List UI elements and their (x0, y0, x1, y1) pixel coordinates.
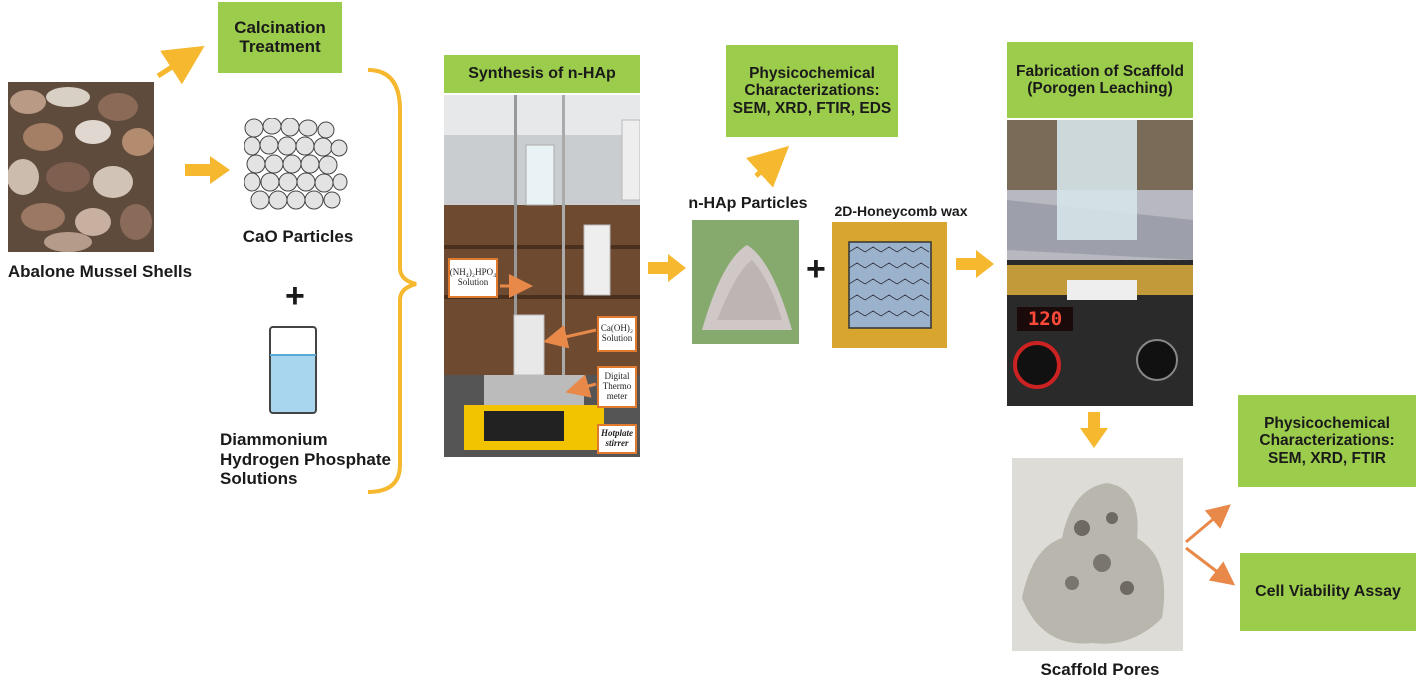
arrow-tag-caoh (543, 324, 597, 349)
physicochemical-label-1: Physicochemical Characterizations: SEM, … (732, 65, 892, 117)
shells-image (8, 82, 154, 252)
nhap-particles-label: n-HAp Particles (688, 195, 808, 212)
synthesis-nhap-label: Synthesis of n-HAp (468, 65, 616, 83)
arrow-wax-to-fabrication (956, 250, 994, 278)
arrow-synthesis-to-nhap (648, 254, 686, 282)
beaker-icon (269, 326, 317, 414)
fabrication-setup-photo (1007, 120, 1193, 406)
bracket-reactants (367, 68, 417, 494)
nhap-powder-photo (692, 220, 799, 344)
physicochemical-box-1: Physicochemical Characterizations: SEM, … (726, 45, 898, 137)
cao-particles-drawing (244, 118, 348, 210)
arrow-fabrication-to-scaffold (1080, 412, 1108, 448)
scaffold-pores-photo (1012, 458, 1183, 651)
abalone-shells-photo (8, 82, 154, 252)
cell-viability-label: Cell Viability Assay (1255, 583, 1401, 601)
abalone-shells-label: Abalone Mussel Shells (7, 262, 193, 281)
nhap-powder-image (692, 220, 799, 344)
fabrication-scaffold-label: Fabrication of Scaffold (Porogen Leachin… (1016, 62, 1184, 97)
calcination-treatment-label: Calcination Treatment (234, 17, 326, 56)
ammonium-phosphate-tag: (NH₄)₂HPO₄ Solution (448, 258, 498, 298)
arrow-scaffold-to-cell-viability (1185, 546, 1236, 586)
plus-sign-2: + (806, 250, 826, 288)
arrow-shells-to-cao (185, 156, 230, 184)
synthesis-setup-photo (444, 95, 640, 457)
scaffold-pores-image (1012, 458, 1183, 651)
scaffold-pores-label: Scaffold Pores (1040, 660, 1160, 679)
thermometer-tag: Digital Thermo meter (597, 366, 637, 408)
arrow-tag-thermo (565, 374, 597, 398)
fabrication-scaffold-box: Fabrication of Scaffold (Porogen Leachin… (1007, 42, 1193, 118)
calcination-treatment-box: Calcination Treatment (218, 2, 342, 73)
dap-line-2: Hydrogen Phosphate (220, 449, 391, 469)
fabrication-setup-image (1007, 120, 1193, 406)
dap-line-1: Diammonium (220, 430, 328, 449)
synthesis-setup-image (444, 95, 640, 457)
temperature-display: 120 (1027, 308, 1063, 330)
cao-particles-label: CaO Particles (242, 227, 354, 246)
synthesis-nhap-box: Synthesis of n-HAp (444, 55, 640, 93)
arrow-shells-to-calcination (156, 45, 205, 85)
physicochemical-box-2: Physicochemical Characterizations: SEM, … (1238, 395, 1416, 487)
arrow-nhap-to-physchem (746, 145, 790, 188)
cell-viability-box: Cell Viability Assay (1240, 553, 1416, 631)
hotplate-tag: Hotplate stirrer (597, 424, 637, 454)
physicochemical-label-2: Physicochemical Characterizations: SEM, … (1259, 415, 1395, 467)
honeycomb-wax-label: 2D-Honeycomb wax (834, 203, 968, 219)
dap-solution-label: Diammonium Hydrogen Phosphate Solutions (220, 430, 400, 489)
honeycomb-image (832, 222, 947, 348)
calcium-hydroxide-tag: Ca(OH)₂ Solution (597, 316, 637, 352)
dap-line-3: Solutions (220, 469, 298, 489)
honeycomb-wax-photo (832, 222, 947, 348)
plus-sign-1: + (285, 277, 305, 315)
arrow-scaffold-to-physchem (1185, 504, 1231, 544)
